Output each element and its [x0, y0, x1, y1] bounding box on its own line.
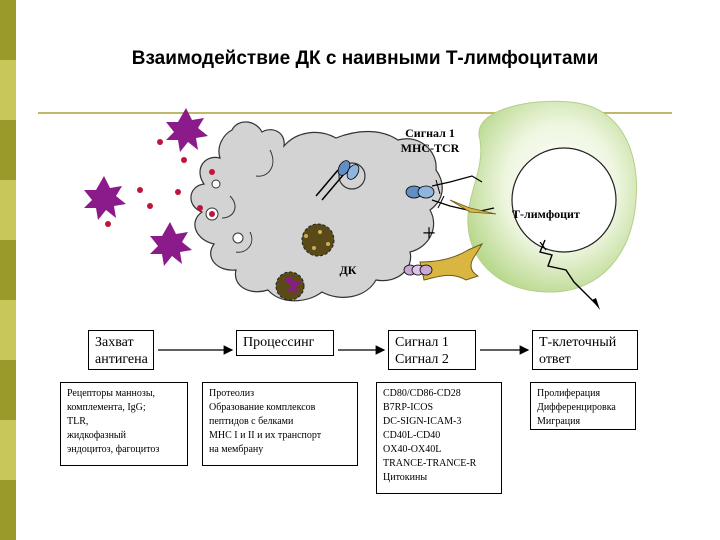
bar-segment — [0, 180, 16, 240]
mhc-tcr-contact — [405, 175, 497, 215]
bar-segment — [0, 420, 16, 480]
details-signals: CD80/CD86-CD28 B7RP-ICOS DC-SIGN-ICAM-3 … — [376, 382, 502, 494]
details-t-cell-response: Пролиферация Дифференцировка Миграция — [530, 382, 636, 430]
detail-line: CD80/CD86-CD28 — [383, 388, 461, 399]
step-header-line: Сигнал 1 — [395, 335, 449, 350]
signal1-label-line1: Сигнал 1 — [405, 126, 455, 140]
detail-line: TLR, — [67, 416, 89, 427]
step-header-line: Т-клеточный — [539, 335, 617, 350]
bar-segment — [0, 0, 16, 60]
step-header-line: ответ — [539, 352, 571, 367]
pathogen-icon — [150, 222, 192, 266]
detail-line: MHC I и II и их транспорт — [209, 430, 322, 441]
step-header-line: Сигнал 2 — [395, 352, 449, 367]
slide-title: Взаимодействие ДК с наивными Т-лимфоцита… — [131, 48, 599, 69]
cd-costimulatory-molecules — [403, 264, 433, 276]
t-cell-nucleus — [511, 147, 617, 253]
step-box-t-cell-response: Т-клеточный ответ — [532, 330, 638, 370]
signal1-label: Сигнал 1 MHC-TCR — [370, 126, 490, 156]
step-header-line: Процессинг — [243, 335, 315, 350]
t-cell-signal-arrow — [539, 239, 599, 307]
detail-line: Миграция — [537, 416, 581, 427]
left-decorative-bar — [0, 0, 16, 540]
dc-tcell-illustration — [84, 100, 637, 310]
detail-line: эндоцитоз, фагоцитоз — [67, 444, 160, 455]
pathogen-icon — [84, 176, 126, 220]
detail-line: Протеолиз — [209, 388, 255, 399]
plus-sign: + — [422, 221, 436, 247]
bar-segment — [0, 120, 16, 180]
dc-granule — [301, 223, 335, 257]
detail-line: CD40L-CD40 — [383, 430, 441, 441]
dc-label: ДК — [339, 263, 357, 277]
dendritic-cell — [190, 121, 547, 302]
mhc-molecule-icon — [315, 160, 360, 201]
bar-segment — [0, 480, 16, 540]
detail-line: DC-SIGN-ICAM-3 — [383, 416, 462, 427]
t-lymphocyte-label: Т-лимфоцит — [512, 207, 580, 221]
detail-line: Пролиферация — [537, 388, 601, 399]
detail-line: на мембрану — [209, 444, 264, 455]
signal1-label-line2: MHC-TCR — [400, 141, 460, 155]
detail-line: Цитокины — [383, 472, 428, 483]
details-processing: Протеолиз Образование комплексов пептидо… — [202, 382, 358, 466]
bar-segment — [0, 300, 16, 360]
t-lymphocyte-cell — [467, 100, 637, 310]
pathogen-icon — [166, 108, 208, 152]
detail-line: B7RP-ICOS — [383, 402, 434, 413]
step-header-line: антигена — [95, 352, 148, 367]
step-box-antigen-capture: Захват антигена — [88, 330, 154, 370]
detail-line: комплемента, IgG; — [67, 402, 146, 413]
step-box-processing: Процессинг — [236, 330, 334, 356]
detail-line: Образование комплексов — [209, 402, 316, 413]
bar-segment — [0, 240, 16, 300]
details-antigen-capture: Рецепторы маннозы, комплемента, IgG; TLR… — [60, 382, 188, 466]
detail-line: пептидов с белками — [209, 416, 294, 427]
title-divider — [38, 112, 672, 114]
step-header-line: Захват — [95, 335, 134, 350]
detail-line: Дифференцировка — [537, 402, 616, 413]
antigen-particles — [105, 139, 215, 227]
bar-segment — [0, 60, 16, 120]
detail-line: OX40-OX40L — [383, 444, 442, 455]
detail-line: жидкофазный — [67, 430, 126, 441]
detail-line: Рецепторы маннозы, — [67, 388, 156, 399]
dc-vesicle — [338, 162, 366, 190]
step-box-signals: Сигнал 1 Сигнал 2 — [388, 330, 476, 370]
detail-line: TRANCE-TRANCE-R — [383, 458, 477, 469]
bar-segment — [0, 360, 16, 420]
